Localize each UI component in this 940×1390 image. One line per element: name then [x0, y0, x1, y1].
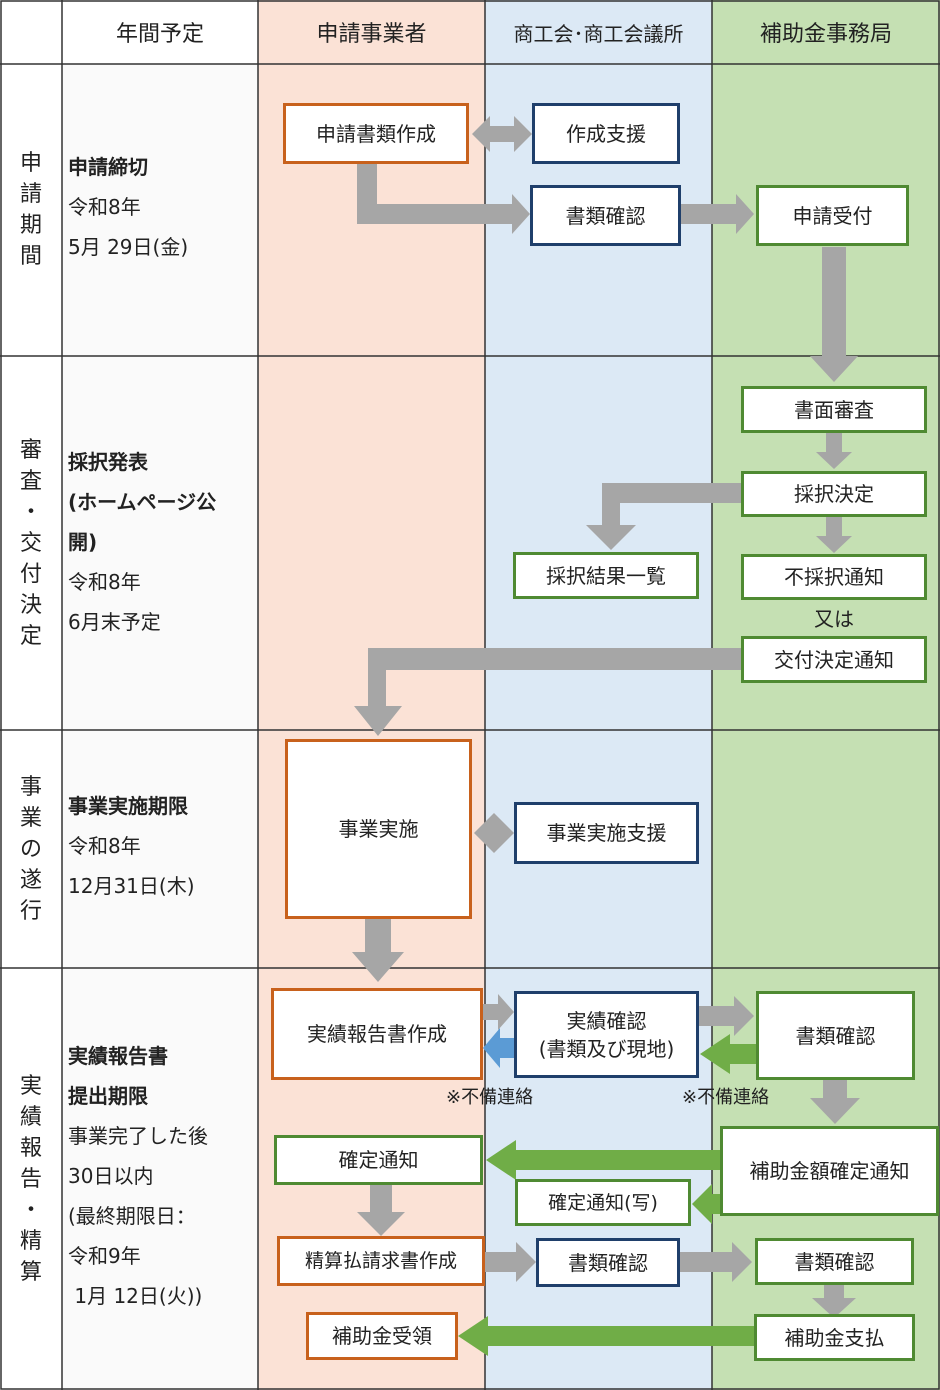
node-doc-check-office-1: 書類確認: [756, 991, 915, 1080]
header-office: 補助金事務局: [759, 22, 892, 47]
node-receive: 補助金受領: [306, 1312, 458, 1360]
phase-label-execution: 事業の遂行: [19, 774, 42, 924]
schedule-deadline-title: 実績報告書: [68, 1044, 168, 1068]
arrow: [485, 1242, 536, 1282]
schedule-deadline-title: 採択発表: [68, 450, 148, 474]
arrow: [357, 164, 530, 234]
schedule-review: 採択発表 (ホームページ公 開) 令和8年 6月末予定: [68, 442, 216, 642]
phase-label-application: 申請期間: [19, 151, 42, 269]
node-report-check-line2: (書類及び現地): [538, 1036, 675, 1061]
phase-label-review: 審査・交付決定: [19, 437, 42, 649]
green-arrow: [692, 1184, 722, 1224]
header-chamber: 商工会･商工会議所: [513, 21, 684, 46]
node-adoption-decision: 採択決定: [741, 471, 927, 517]
node-grant-decision-notice: 交付決定通知: [741, 636, 927, 683]
arrow: [483, 994, 514, 1030]
arrow: [354, 648, 742, 736]
node-implementation-support: 事業実施支援: [514, 802, 699, 864]
arrow: [816, 517, 852, 553]
node-final-notice-copy: 確定通知(写): [515, 1179, 691, 1226]
double-arrow: [474, 813, 514, 853]
schedule-text: 令和8年: [68, 834, 141, 858]
schedule-text: 令和8年: [68, 195, 141, 219]
schedule-deadline-title: (ホームページ公: [68, 490, 217, 514]
blue-arrow: [483, 1028, 516, 1068]
arrow: [816, 433, 852, 469]
node-payment: 補助金支払: [754, 1314, 915, 1361]
schedule-text: 6月末予定: [68, 610, 161, 634]
or-label: 又は: [814, 607, 854, 631]
schedule-deadline-title: 申請締切: [68, 155, 148, 179]
node-adoption-list: 採択結果一覧: [513, 552, 699, 599]
arrow: [357, 1185, 405, 1236]
schedule-application: 申請締切 令和8年 5月 29日(金): [68, 147, 188, 267]
schedule-deadline-title: 提出期限: [68, 1084, 148, 1108]
schedule-text: 5月 29日(金): [68, 235, 189, 259]
schedule-text: 12月31日(木): [68, 874, 195, 898]
node-creation-support: 作成支援: [532, 103, 680, 164]
schedule-text: 1月 12日(火)): [68, 1284, 203, 1308]
arrow: [810, 247, 858, 382]
note-defect-office: ※不備連絡: [682, 1087, 770, 1108]
node-final-notice: 確定通知: [274, 1135, 483, 1185]
schedule-report: 実績報告書 提出期限 事業完了した後 30日以内 (最終期限日： 令和9年 1月…: [68, 1036, 208, 1316]
green-arrow: [458, 1316, 756, 1356]
node-paper-review: 書面審査: [741, 386, 927, 433]
schedule-execution: 事業実施期限 令和8年 12月31日(木): [68, 786, 195, 906]
schedule-text: (最終期限日：: [68, 1204, 196, 1228]
arrow: [352, 918, 404, 982]
schedule-deadline-title: 事業実施期限: [68, 794, 188, 818]
note-defect-chamber: ※不備連絡: [446, 1087, 534, 1108]
header-applicant: 申請事業者: [316, 22, 427, 47]
arrow: [699, 996, 754, 1036]
node-application-accept: 申請受付: [756, 185, 909, 246]
node-report-create: 実績報告書作成: [271, 988, 483, 1080]
green-arrow: [700, 1034, 756, 1074]
green-arrow: [486, 1140, 722, 1180]
arrow: [681, 194, 754, 234]
node-implementation: 事業実施: [285, 739, 472, 919]
node-doc-check-chamber: 書類確認: [530, 185, 681, 246]
arrow: [680, 1242, 752, 1282]
label-column-bg: [0, 0, 62, 1390]
node-doc-check-chamber-2: 書類確認: [536, 1238, 680, 1287]
arrow: [810, 1080, 860, 1124]
schedule-column-bg: [62, 64, 258, 1390]
arrow: [812, 1284, 856, 1318]
node-rejection-notice: 不採択通知: [741, 554, 927, 600]
schedule-text: 事業完了した後: [68, 1124, 208, 1148]
header-schedule: 年間予定: [115, 22, 204, 47]
node-claim-create: 精算払請求書作成: [277, 1236, 485, 1286]
schedule-text: 30日以内: [68, 1164, 154, 1188]
node-report-check-line1: 実績確認: [566, 1008, 647, 1033]
double-arrow: [472, 116, 532, 152]
node-application-create: 申請書類作成: [283, 103, 469, 164]
node-doc-check-office-2: 書類確認: [755, 1238, 914, 1285]
node-amount-final-notice: 補助金額確定通知: [720, 1126, 939, 1216]
node-report-check: 実績確認 (書類及び現地): [514, 991, 699, 1078]
arrow: [586, 483, 742, 550]
schedule-text: 令和9年: [68, 1244, 141, 1268]
schedule-text: 令和8年: [68, 570, 141, 594]
phase-label-report: 実績報告・精算: [19, 1073, 42, 1285]
schedule-deadline-title: 開): [68, 530, 98, 554]
